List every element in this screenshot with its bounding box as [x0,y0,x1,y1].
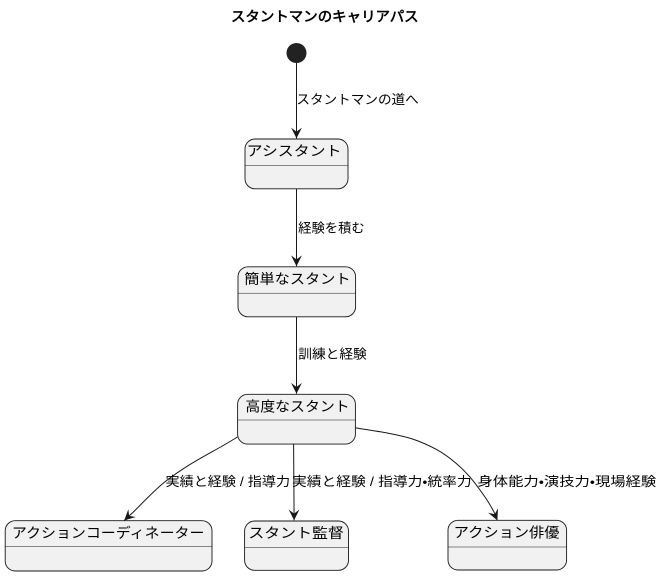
transition-label: 実績と経験 / 指導力・統率力 [292,474,472,489]
state-label: スタント監督 [248,525,344,541]
transition-initial-to-assistant: スタントマンの道へ [291,63,419,139]
transition-label: 身体能力・演技力・現場経験 [478,474,657,489]
state-box [244,520,349,571]
state-box [237,266,357,318]
transition-assistant-to-simple-stunt: 経験を積む [291,188,365,267]
state-box [244,138,349,190]
transition-advanced-stunt-to-stunt-director: 実績と経験 / 指導力・統率力 [288,444,472,521]
state-box [447,519,568,571]
state-label: アクションコーディネーター [12,525,205,541]
transition-label: 実績と経験 / 指導力 [166,474,291,489]
transition-arrow [355,427,499,521]
state-box [4,520,213,572]
transition-arrow [288,444,300,521]
state-stunt-director: スタント監督 [244,520,349,571]
transition-label: 経験を積む [298,220,365,235]
transition-advanced-stunt-to-action-actor: 身体能力・演技力・現場経験 [355,427,657,521]
transition-label: スタントマンの道へ [296,92,418,107]
state-assistant: アシスタント [244,138,349,190]
transition-arrow [123,436,238,521]
diagram-title: スタントマンのキャリアパス [231,9,419,25]
state-action-actor: アクション俳優 [447,519,568,571]
state-label: 高度なスタント [245,399,349,415]
state-label: 簡単なスタント [244,271,350,287]
state-label: アシスタント [247,143,342,159]
state-box [237,393,356,445]
initial-state-dot [286,43,307,63]
state-simple-stunt: 簡単なスタント [237,266,357,318]
state-advanced-stunt: 高度なスタント [237,393,356,445]
transition-label: 訓練と経験 [298,346,367,361]
transition-advanced-stunt-to-action-coordinator: 実績と経験 / 指導力 [123,436,291,521]
state-label: アクション俳優 [454,525,560,541]
state-action-coordinator: アクションコーディネーター [4,520,213,572]
transition-simple-stunt-to-advanced-stunt: 訓練と経験 [291,316,367,394]
